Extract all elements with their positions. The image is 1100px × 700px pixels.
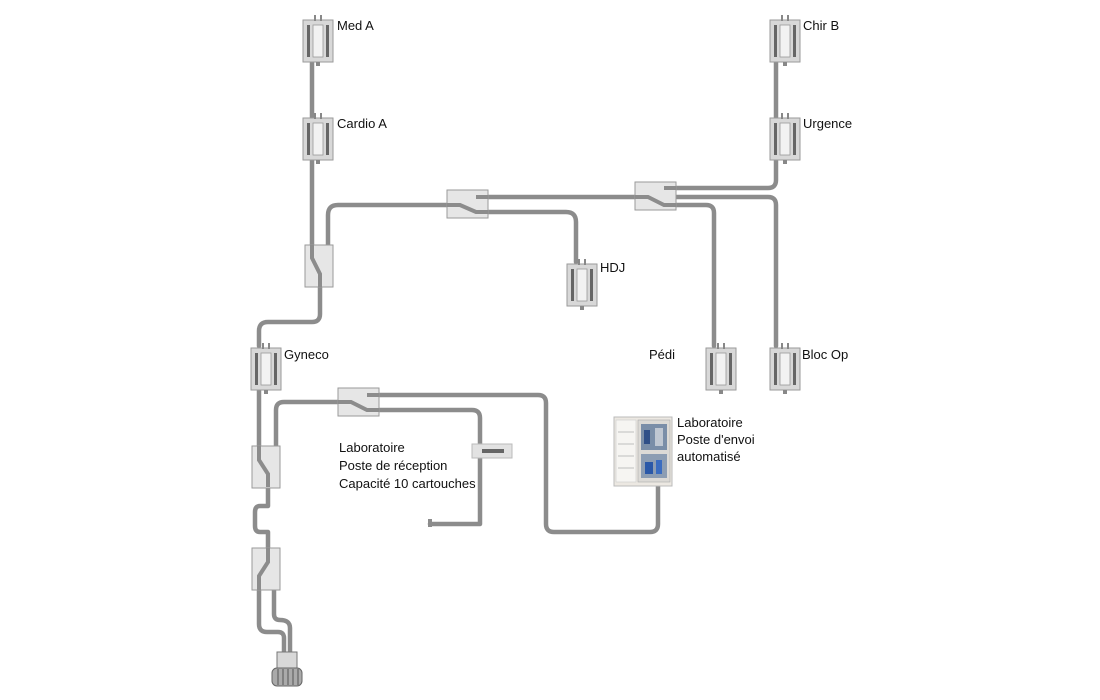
tube-diverter3-blocop <box>676 197 776 346</box>
send-receive-station-icon <box>706 343 736 394</box>
station-hdj <box>567 259 597 310</box>
station-label-urgence: Urgence <box>803 116 852 131</box>
blower <box>272 652 302 686</box>
diverter-3 <box>635 182 676 210</box>
station-label-hdj: HDJ <box>600 260 625 275</box>
station-label-med-a: Med A <box>337 18 374 33</box>
diverter-4 <box>338 388 379 416</box>
tube-urgence-diverter3 <box>676 158 776 188</box>
send-receive-station-icon <box>770 113 800 164</box>
lab-send-label-2: Poste d'envoi <box>677 432 755 447</box>
lab-reception-label-2: Poste de réception <box>339 458 447 473</box>
station-label-bloc-op: Bloc Op <box>802 347 848 362</box>
send-receive-station-icon <box>770 15 800 66</box>
diverter-1 <box>305 245 333 287</box>
tube-diverter5-diverter4 <box>276 402 339 446</box>
station-cardio-a <box>303 113 333 164</box>
lab-send-label-3: automatisé <box>677 449 741 464</box>
send-receive-station-icon <box>303 113 333 164</box>
station-label-pedi: Pédi <box>649 347 675 362</box>
station-label-cardio-a: Cardio A <box>337 116 387 131</box>
lab-automated-send-station <box>614 417 672 486</box>
station-med-a <box>303 15 333 66</box>
diverter-6 <box>252 548 280 590</box>
tube-diverter5-diverter6 <box>255 486 268 548</box>
lab-send-label-1: Laboratoire <box>677 415 743 430</box>
tube-diverter3-pedi <box>676 205 714 346</box>
blower-icon <box>277 652 297 668</box>
station-urgence <box>770 113 800 164</box>
tube-diverter1-diverter2 <box>328 205 448 245</box>
diverter-5 <box>252 446 280 488</box>
send-receive-station-icon <box>303 15 333 66</box>
tube-diverter2-hdj <box>488 212 576 262</box>
tube-diverter1-gyneco <box>259 286 320 346</box>
diverter-2 <box>447 190 488 218</box>
lab-reception-label-1: Laboratoire <box>339 440 405 455</box>
station-bloc-op <box>770 343 800 394</box>
lab-reception-label-3: Capacité 10 cartouches <box>339 476 476 491</box>
station-label-gyneco: Gyneco <box>284 347 329 362</box>
send-receive-station-icon <box>770 343 800 394</box>
station-label-chir-b: Chir B <box>803 18 839 33</box>
station-pedi <box>706 343 736 394</box>
send-receive-station-icon <box>251 343 281 394</box>
send-receive-station-icon <box>567 259 597 310</box>
station-gyneco <box>251 343 281 394</box>
station-chir-b <box>770 15 800 66</box>
